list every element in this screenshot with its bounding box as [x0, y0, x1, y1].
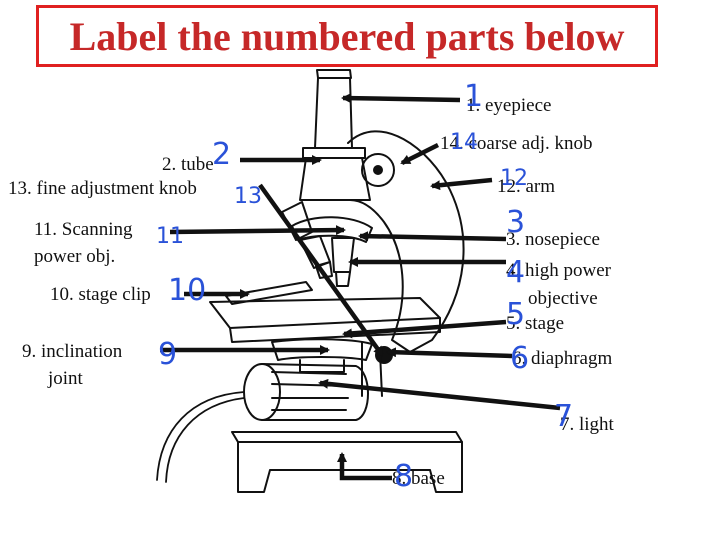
arrow-base	[337, 452, 392, 481]
eyepiece-shape	[316, 69, 352, 79]
handwritten-3: 3	[506, 205, 526, 240]
arrow-coarse-knob	[400, 142, 440, 166]
handwritten-11: 11	[156, 224, 184, 249]
label-light: 7. light	[560, 414, 614, 435]
handwritten-7: 7	[554, 399, 574, 434]
arrow-stage	[342, 319, 507, 339]
label-coarse-knob: 14. coarse adj. knob	[440, 133, 593, 154]
arrow-scanning-objective	[169, 225, 346, 236]
handwritten-8: 8	[394, 459, 414, 494]
label-high-power: 4. high power	[506, 260, 612, 281]
label-arm: 12. arm	[497, 176, 556, 197]
label-stage-clip: 10. stage clip	[50, 284, 151, 305]
label-scanning-objective-line2: power obj.	[34, 246, 116, 267]
label-nosepiece: 3. nosepiece	[506, 229, 600, 250]
arrow-fine-knob	[258, 183, 384, 357]
label-high-power-line2: objective	[528, 288, 598, 309]
arrow-nosepiece	[358, 231, 507, 242]
base-shape	[231, 431, 463, 493]
handwritten-9: 9	[158, 337, 178, 372]
handwritten-10: 10	[168, 273, 207, 308]
label-inclination-joint-line2: joint	[48, 368, 83, 389]
high-power-objective-shape	[331, 237, 355, 273]
handwritten-12: 12	[500, 166, 528, 191]
handwritten-13: 13	[234, 184, 262, 209]
handwritten-4: 4	[506, 255, 526, 290]
label-eyepiece: 1. eyepiece	[466, 95, 552, 116]
title-box: Label the numbered parts below	[36, 5, 658, 67]
label-stage: 5. stage	[506, 313, 565, 334]
label-inclination-joint: 9. inclination	[22, 341, 123, 362]
diaphragm-shape	[271, 338, 373, 361]
label-fine-knob: 13. fine adjustment knob	[8, 178, 197, 199]
label-tube: 2. tube	[162, 154, 214, 175]
arrow-eyepiece	[341, 93, 461, 104]
label-base: 8. base	[392, 468, 445, 489]
label-scanning-objective: 11. Scanning	[34, 219, 133, 240]
label-diaphragm: 6. diaphragm	[512, 348, 613, 369]
arrow-light	[318, 378, 561, 411]
handwritten-5: 5	[506, 297, 526, 332]
handwritten-14: 14	[450, 130, 478, 155]
handwritten-1: 1	[464, 79, 484, 114]
arrow-diaphragm	[386, 347, 513, 359]
arrow-arm	[430, 177, 493, 191]
page-title: Label the numbered parts below	[69, 13, 625, 59]
handwritten-2: 2	[212, 137, 232, 172]
coarse-knob-shape	[361, 153, 395, 187]
handwritten-6: 6	[510, 341, 530, 376]
power-cord-shape	[156, 391, 245, 481]
body-tube-shape	[302, 147, 366, 159]
